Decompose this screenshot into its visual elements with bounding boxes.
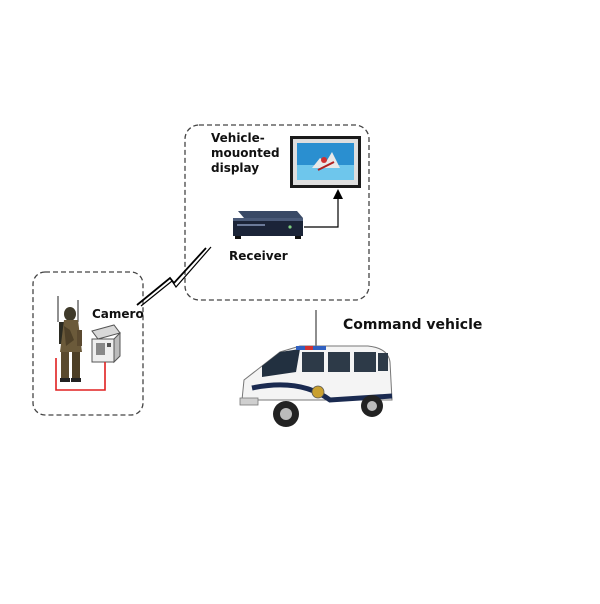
- vehicle-equipment-boundary: [184, 124, 370, 301]
- command-vehicle-label: Command vehicle: [343, 317, 483, 333]
- vehicle-display-label: Vehicle- mouonted display: [211, 131, 280, 175]
- receiver-label: Receiver: [229, 249, 288, 263]
- camera-unit-boundary: [32, 271, 144, 416]
- signal-arrow: [304, 189, 343, 228]
- soldier-icon: [57, 296, 82, 382]
- lightning-link-icon: [136, 246, 212, 307]
- police-van-icon: [239, 310, 393, 427]
- camera-label: Camero: [92, 307, 144, 321]
- rack-receiver-icon: [233, 211, 303, 239]
- camera-cable: [55, 358, 106, 391]
- monitor-icon: [290, 136, 361, 188]
- camera-icon: [91, 324, 121, 364]
